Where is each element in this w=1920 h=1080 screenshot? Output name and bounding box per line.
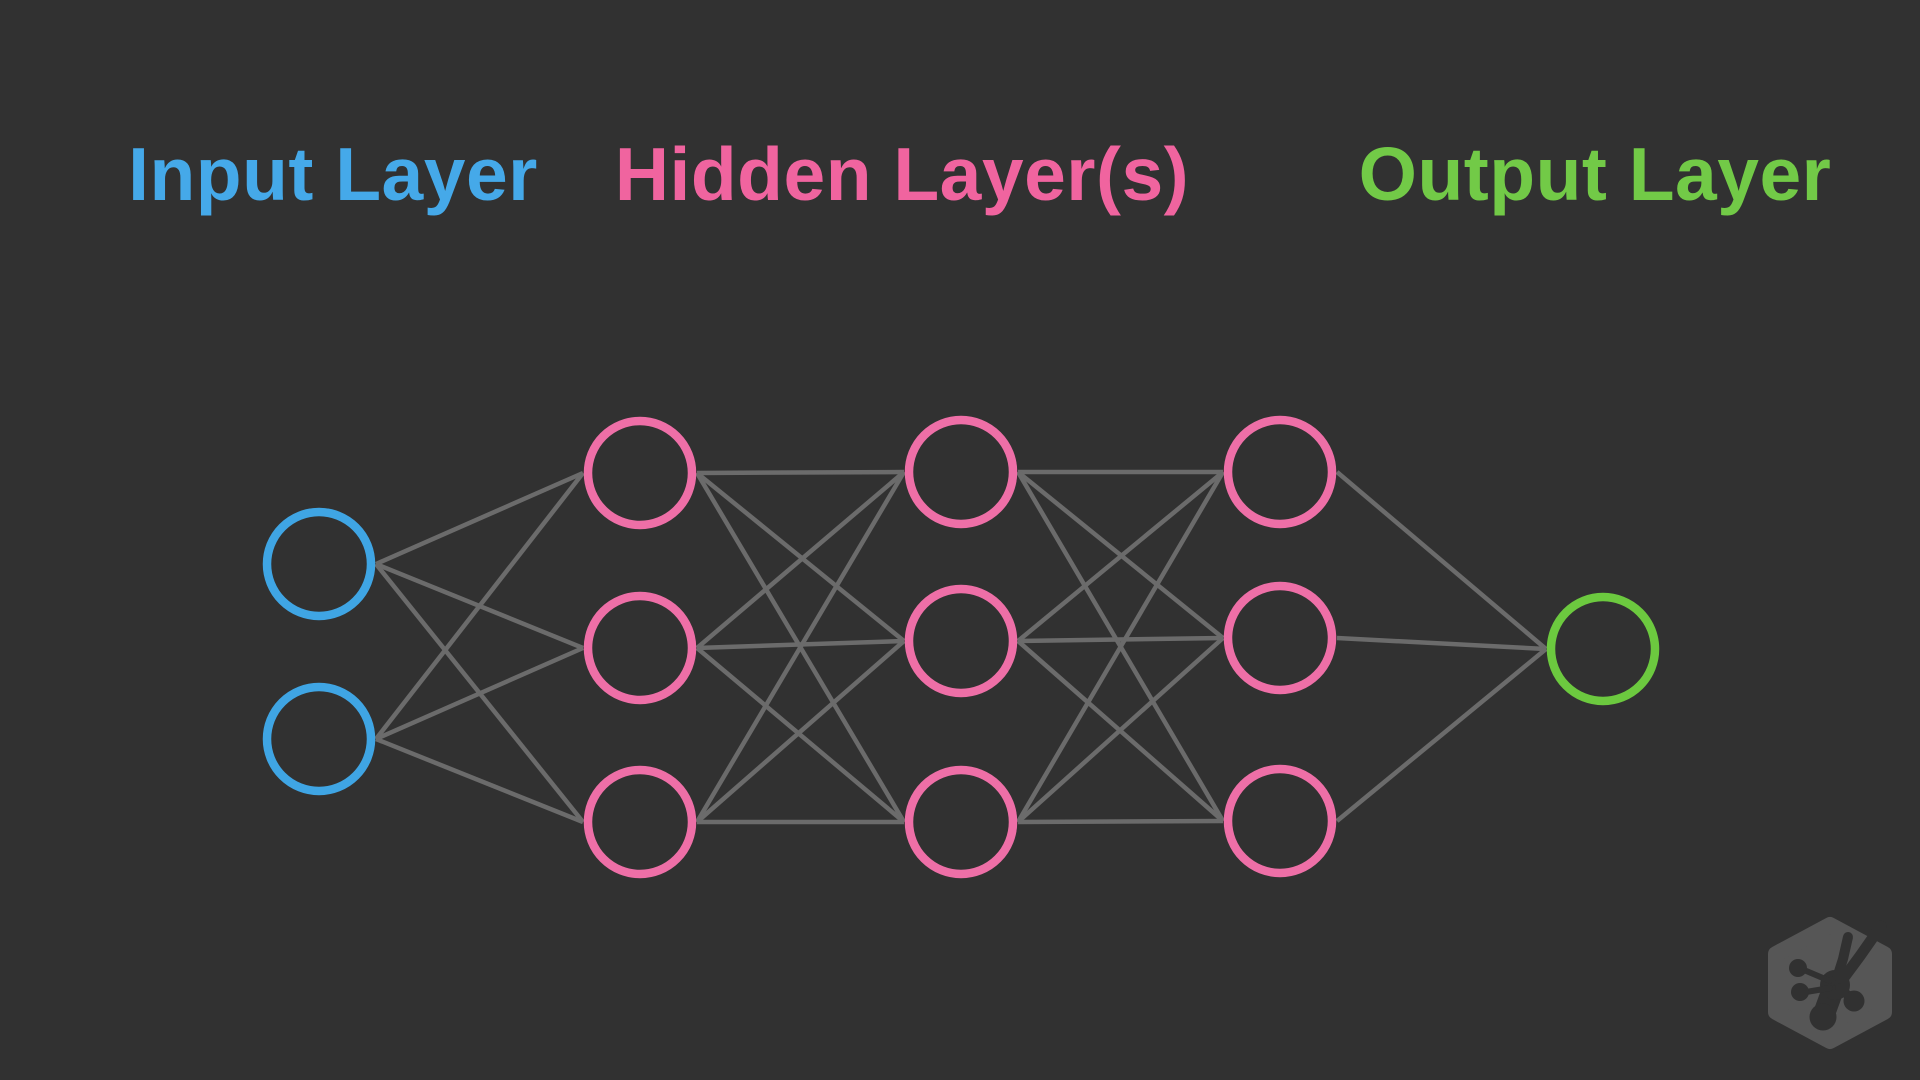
edge-hidden-layer-2-to-hidden-layer-3 [1017, 635, 1224, 644]
edge-hidden-layer-1-to-hidden-layer-2 [695, 470, 906, 824]
input-layer-node-2 [262, 682, 376, 796]
edge-hidden-layer-1-to-hidden-layer-2 [696, 469, 905, 476]
edge-hidden-layer-2-to-hidden-layer-3 [1016, 636, 1225, 824]
output-layer-label: Output Layer [1358, 132, 1832, 216]
hidden-layer-2-node-3 [904, 765, 1018, 879]
hidden-layer-1-node-2 [583, 591, 697, 705]
hidden-layer-3-node-3 [1223, 764, 1337, 878]
edge-hidden-layer-2-to-hidden-layer-3 [1016, 470, 1225, 643]
hidden-layer-3-node-2 [1223, 581, 1337, 695]
hidden-layer-1-node-3 [583, 765, 697, 879]
edge-hidden-layer-2-to-hidden-layer-3 [1016, 470, 1225, 824]
edge-input-layer-to-hidden-layer-1 [375, 470, 584, 567]
edge-hidden-layer-3-to-output-layer [1336, 635, 1547, 652]
brand-logo [1768, 917, 1892, 1049]
edge-input-layer-to-hidden-layer-1 [375, 645, 584, 742]
hidden-layer-2-node-2 [904, 584, 1018, 698]
hidden-layer-2-node-1 [904, 415, 1018, 529]
output-layer-node-1 [1546, 592, 1660, 706]
edge-hidden-layer-2-to-hidden-layer-3 [1017, 818, 1224, 825]
edge-hidden-layer-1-to-hidden-layer-2 [695, 471, 906, 643]
hidden-layer-1-node-1 [583, 416, 697, 530]
edge-hidden-layer-1-to-hidden-layer-2 [695, 646, 906, 824]
input-layer-node-1 [262, 507, 376, 621]
edge-hidden-layer-3-to-output-layer [1335, 470, 1548, 651]
edge-input-layer-to-hidden-layer-1 [375, 736, 584, 825]
input-layer-label: Input Layer [128, 132, 538, 216]
gecko-foot-icon [1789, 920, 1887, 1031]
edge-hidden-layer-1-to-hidden-layer-2 [695, 470, 906, 650]
edge-input-layer-to-hidden-layer-1 [374, 471, 585, 741]
hidden-layer-3-node-1 [1223, 415, 1337, 529]
edge-hidden-layer-3-to-output-layer [1335, 647, 1548, 823]
edge-hidden-layer-1-to-hidden-layer-2 [695, 639, 906, 824]
hidden-layer-label: Hidden Layer(s) [614, 132, 1190, 216]
